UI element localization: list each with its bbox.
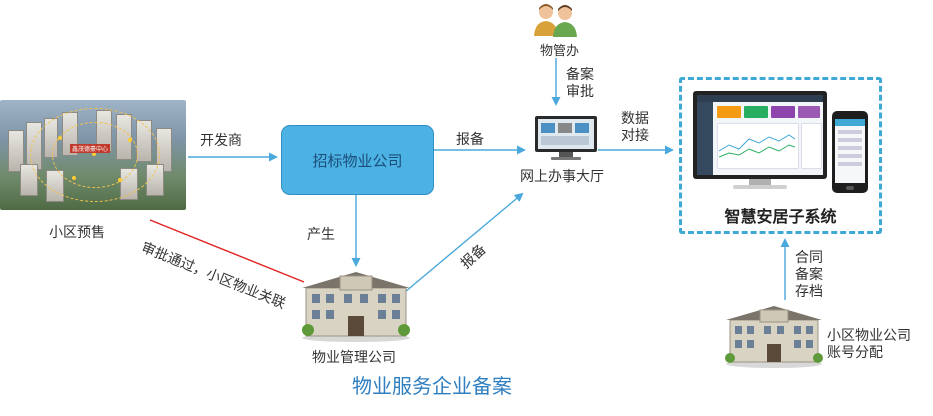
- review-label-line1: 备案: [566, 67, 594, 83]
- community-company-line1: 小区物业公司: [827, 328, 911, 344]
- produce-label: 产生: [307, 227, 335, 243]
- developer-label: 开发商: [200, 133, 242, 149]
- data-label: 数据 对接: [621, 111, 649, 145]
- bid-company-box: 招标物业公司: [281, 125, 434, 195]
- system-label: 智慧安居子系统: [724, 207, 837, 226]
- contract-label-line2: 备案: [795, 267, 823, 283]
- aerial-center-label: 鑫茂德豪中心: [70, 144, 111, 153]
- online-hall-monitor-icon: [535, 116, 597, 160]
- mobile-phone-icon: [832, 111, 868, 193]
- file-record-label: 报备: [456, 132, 484, 148]
- presale-label: 小区预售: [49, 225, 105, 241]
- system-frame: [679, 77, 882, 234]
- office-building-icon: [302, 272, 410, 342]
- community-company-line2: 账号分配: [827, 345, 883, 361]
- data-label-line1: 数据: [621, 111, 649, 127]
- review-label: 备案 审批: [566, 67, 594, 101]
- review-label-line2: 审批: [566, 84, 594, 100]
- contract-label: 合同 备案 存档: [795, 250, 823, 301]
- mgmt-company-label: 物业管理公司: [312, 350, 396, 366]
- bid-company-label: 招标物业公司: [312, 151, 403, 170]
- community-building-icon: [725, 306, 823, 368]
- data-label-line2: 对接: [621, 128, 649, 144]
- contract-label-line3: 存档: [795, 284, 823, 300]
- online-hall-label: 网上办事大厅: [520, 169, 604, 185]
- property-office-label: 物管办: [540, 44, 580, 59]
- contract-label-line1: 合同: [795, 250, 823, 266]
- people-icon: [534, 4, 577, 37]
- arrow-report-diag: [404, 192, 524, 293]
- desktop-monitor-icon: [693, 91, 827, 191]
- community-company-label: 小区物业公司 账号分配: [827, 328, 911, 362]
- red-link: [149, 219, 305, 283]
- diagram-title: 物业服务企业备案: [352, 374, 512, 398]
- community-aerial-image: 鑫茂德豪中心: [0, 100, 186, 210]
